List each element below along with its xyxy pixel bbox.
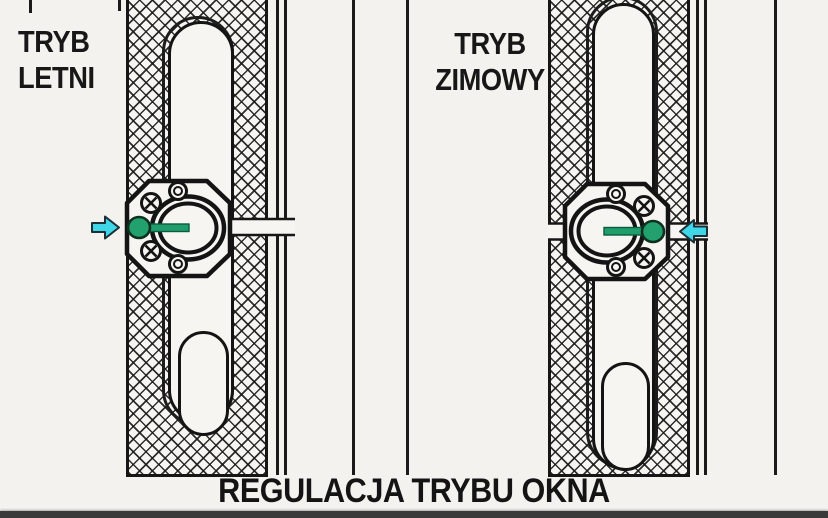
diagram-caption: REGULACJA TRYBU OKNA <box>218 472 610 510</box>
cam-mechanism-summer <box>91 178 295 279</box>
screw-icon <box>140 192 162 262</box>
label-winter-line1: TRYB <box>454 26 526 61</box>
slot-lower-winter <box>601 362 650 471</box>
screw-icon <box>633 195 655 269</box>
frame-line <box>774 0 777 475</box>
label-summer-line1: TRYB <box>18 24 90 59</box>
rivet-icon <box>168 181 188 274</box>
eccentric-pin <box>640 219 666 244</box>
arrow-left-icon <box>679 219 708 244</box>
top-edge-tick <box>118 0 121 11</box>
panel-divider-line <box>406 0 409 475</box>
slot-lower-summer <box>178 331 229 436</box>
bottom-bar <box>0 511 828 518</box>
striker-channel <box>225 217 295 237</box>
cam-mechanism-winter <box>548 181 708 282</box>
label-summer-line2: LETNI <box>18 60 95 95</box>
rivet-icon <box>606 184 626 277</box>
frame-line <box>284 0 287 475</box>
arrow-right-icon <box>91 215 120 240</box>
label-winter-mode: TRYB ZIMOWY <box>424 26 556 98</box>
frame-line <box>352 0 355 475</box>
label-winter-line2: ZIMOWY <box>435 62 545 97</box>
top-edge-tick <box>29 0 32 13</box>
frame-line <box>276 0 279 475</box>
label-summer-mode: TRYB LETNI <box>18 24 95 96</box>
eccentric-pin <box>126 215 152 240</box>
